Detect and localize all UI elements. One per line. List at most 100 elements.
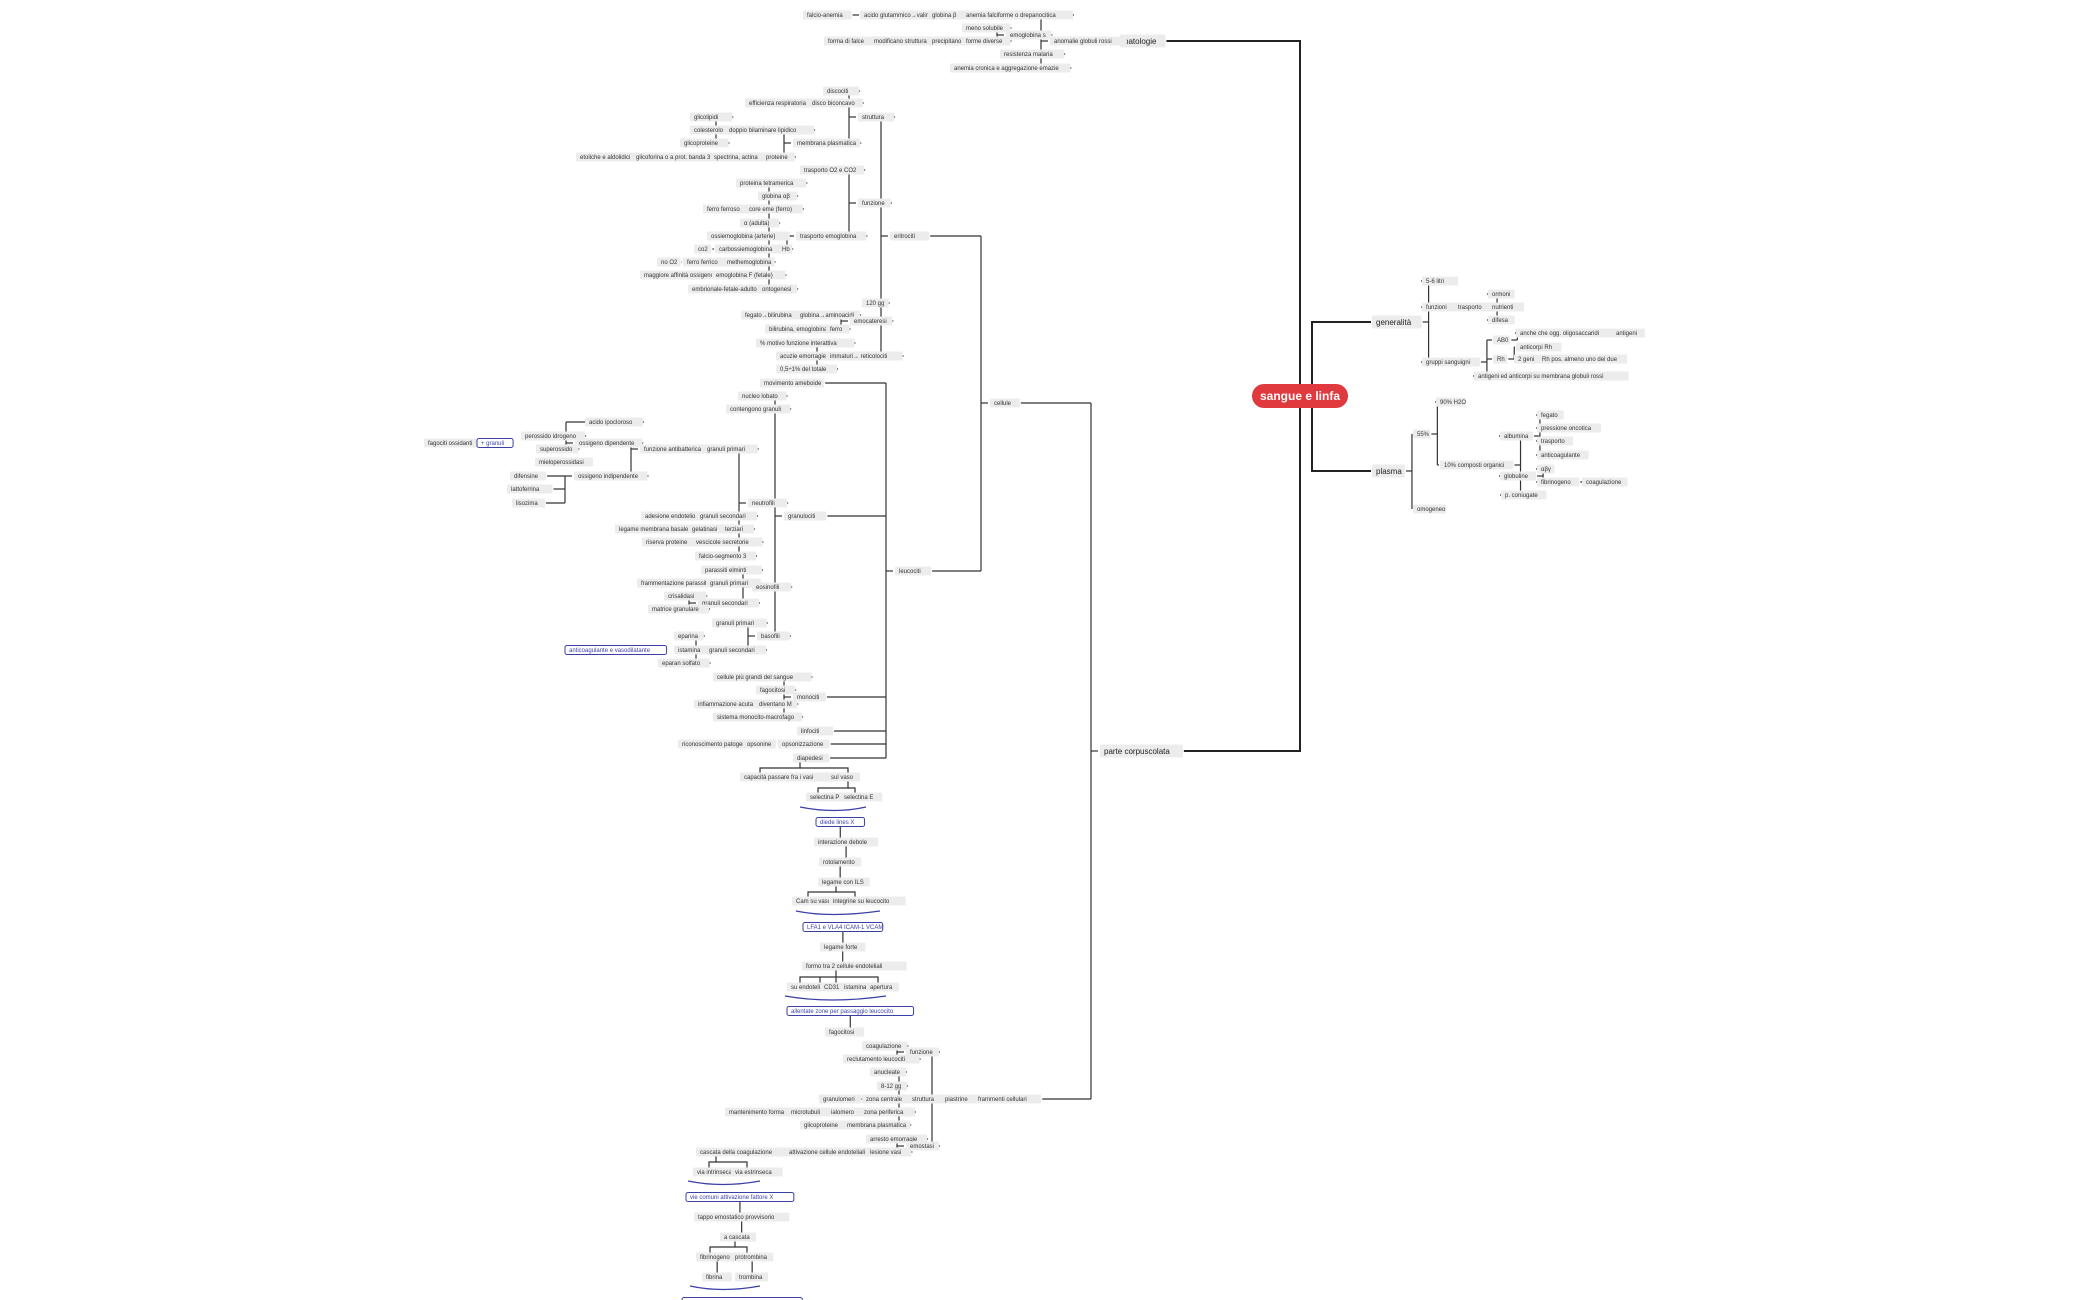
node-parassiti[interactable]: parassiti elminti [701, 565, 763, 575]
node-funzione-antib[interactable]: funzione antibatterica [640, 444, 717, 454]
node-p-coniugate[interactable]: p. coniugate [1501, 490, 1547, 500]
node-tappo[interactable]: tappo emostatico provvisorio [694, 1212, 790, 1222]
node-co2[interactable]: co2 [694, 244, 712, 254]
node-glicolipidi[interactable]: glicolipidi [690, 112, 733, 122]
node-fibrina[interactable]: fibrina [702, 1272, 732, 1282]
node-pressione[interactable]: pressione oncotica [1537, 423, 1602, 433]
node-trasporto[interactable]: trasporto [1454, 302, 1491, 312]
node-monociti[interactable]: monociti [793, 692, 826, 702]
node-patologie[interactable]: patologie [1120, 34, 1166, 48]
node-nutrienti[interactable]: nutrienti [1488, 302, 1525, 312]
node-istamina[interactable]: istamina [674, 645, 707, 655]
node-trasporto-o2[interactable]: trasporto O2 e CO2 [800, 165, 865, 175]
node-arresto[interactable]: arresto emorragie [866, 1134, 928, 1144]
node-maggiore-aff[interactable]: maggiore affinità ossigeno [640, 270, 730, 280]
node-hb[interactable]: Hb [778, 244, 793, 254]
node-selectina-e[interactable]: selectina E [840, 792, 883, 802]
node-crisalidasi[interactable]: crisalidasi [664, 591, 707, 601]
node-attivazione[interactable]: attivazione cellule endoteliali [785, 1147, 890, 1157]
node-meno-solubile[interactable]: meno solubile [962, 23, 1011, 33]
node-sistema-mono[interactable]: sistema monocito-macrofago [713, 712, 803, 722]
node-ossiemoglobina[interactable]: ossiemoglobina (arterie) [707, 231, 790, 241]
node-disco-biconcavo[interactable]: disco biconcavo [808, 98, 863, 108]
node-omogeneo[interactable]: omogeneo [1413, 504, 1446, 514]
node-zona-perif[interactable]: zona periferica [860, 1107, 915, 1117]
node-ferro-ferrico[interactable]: ferro ferrico [683, 257, 732, 267]
node-modif-struttura[interactable]: modificano struttura [870, 36, 941, 46]
node-contengono[interactable]: contengono granuli [726, 404, 791, 414]
node-anche[interactable]: anche che ogg. oligosaccaridi [1516, 328, 1615, 338]
node-resistenza[interactable]: resistenza malaria [1000, 49, 1065, 59]
node-vescicole[interactable]: vescicole secretorie [692, 537, 763, 547]
node-abg[interactable]: αβγ [1537, 464, 1555, 474]
node-emocateresi[interactable]: emocateresi [850, 316, 893, 326]
node-acuzie[interactable]: acuzie emorragie [776, 351, 834, 361]
node-pct[interactable]: 55% [1413, 429, 1431, 439]
node-etoliche[interactable]: etoliche e aldolidici [576, 152, 650, 162]
node-anticorpi-rh[interactable]: anticorpi Rh [1516, 342, 1562, 352]
node-formo[interactable]: formo tra 2 cellule endoteliali [802, 961, 907, 971]
node-plasma[interactable]: plasma [1372, 464, 1405, 478]
node-terziari[interactable]: terziari [721, 524, 754, 534]
node-granuli-sec3[interactable]: granuli secondari [705, 645, 767, 655]
node-allergie[interactable]: anticoagulante e vasodilatante [564, 645, 668, 655]
node-lesione[interactable]: lesione vasi [866, 1147, 912, 1157]
node-ferro[interactable]: ferro [826, 324, 850, 334]
node-frammenti[interactable]: frammenti cellulari [974, 1094, 1042, 1104]
node-granuli[interactable]: + granuli [476, 438, 514, 448]
node-difesa[interactable]: difesa [1488, 315, 1515, 325]
node-trombina[interactable]: trombina [735, 1272, 768, 1282]
node-coagulazione[interactable]: coagulazione [862, 1041, 908, 1051]
node-membrana-pl[interactable]: membrana plasmatica [843, 1120, 911, 1130]
node-struttura[interactable]: struttura [858, 112, 895, 122]
node-defensine[interactable]: difensine [510, 471, 547, 481]
node-parte-corp[interactable]: parte corpuscolata [1100, 744, 1183, 758]
node-adesione[interactable]: adesione endotelio [641, 511, 706, 521]
node-fegato[interactable]: fegato [1537, 410, 1564, 420]
node-funzione-er[interactable]: funzione [858, 198, 891, 208]
node-discociti[interactable]: discociti [823, 86, 860, 96]
node-spectrina[interactable]: spectrina, actina [710, 152, 772, 162]
node-granuli-prim2[interactable]: granuli primari [706, 578, 761, 588]
node-opsonine[interactable]: opsonine [743, 739, 776, 749]
node-reticolociti-val[interactable]: 0,5÷1% del totale [776, 364, 838, 374]
node-eritrociti[interactable]: eritrociti [890, 231, 930, 241]
node-granuli-sec2[interactable]: granuli secondari [698, 598, 760, 608]
node-linfociti[interactable]: linfociti [797, 726, 834, 736]
node-microtubuli[interactable]: microtubuli [787, 1107, 830, 1117]
node-note5[interactable]: stabilizzazione coagulo e retrazione [681, 1297, 803, 1300]
node-anucleate[interactable]: anucleate [870, 1067, 907, 1077]
node-rotolamento[interactable]: rotolamento [819, 857, 862, 867]
node-no-o2[interactable]: no O2 [657, 257, 681, 267]
node-piastrine[interactable]: piastrine [941, 1094, 978, 1104]
node-legame-mem[interactable]: legame membrana basale [615, 524, 692, 534]
node-mantenimento[interactable]: mantenimento forma [725, 1107, 790, 1117]
node-movimento[interactable]: movimento ameboide [760, 378, 825, 388]
node-istamina2[interactable]: istamina [840, 982, 873, 992]
node-ontogenesi[interactable]: ontogenesi [758, 284, 798, 294]
node-funzione-pl[interactable]: funzione [906, 1047, 939, 1057]
node-lisozima[interactable]: lisozima [512, 498, 545, 508]
node-proteina-tetr[interactable]: proteina tetramerica [736, 178, 807, 188]
node-d-geni[interactable]: 2 geni [1514, 354, 1541, 364]
node-alt-globuli-rossi[interactable]: anomalie globuli rossi [1050, 36, 1127, 46]
node-capacita[interactable]: capacità passare fra i vasi [740, 772, 833, 782]
node-struttura-pl[interactable]: struttura [908, 1094, 945, 1104]
node-ossigeno-dip[interactable]: ossigeno dipendente [575, 438, 643, 448]
node-nucleo[interactable]: nucleo lobato [738, 391, 787, 401]
node-motivo-funz[interactable]: % motivo funzione interattiva [756, 338, 855, 348]
node-colesterolo[interactable]: colesterolo [690, 125, 733, 135]
node-globuline[interactable]: globuline [1500, 471, 1537, 481]
node-trombosi[interactable]: anemia cronica e aggregazione emazie [950, 63, 1071, 73]
node-interazione[interactable]: interazione debole [814, 837, 879, 847]
node-apertura[interactable]: apertura [866, 982, 899, 992]
node-anticoagulante[interactable]: anticoagulante [1537, 450, 1589, 460]
node-neutrofili[interactable]: neutrofili [748, 498, 788, 508]
node-globina-b[interactable]: globina β [928, 10, 965, 20]
node-ab0[interactable]: AB0 [1493, 335, 1511, 345]
node-forma-falce[interactable]: forma di falce [824, 36, 876, 46]
node-forme-diverse[interactable]: forme diverse [962, 36, 1011, 46]
node-superossido[interactable]: superossido [536, 444, 579, 454]
node-ecaduta[interactable]: a cascata [720, 1232, 757, 1242]
node-cellule-giganti[interactable]: cellule più grandi del sangue [713, 672, 812, 682]
